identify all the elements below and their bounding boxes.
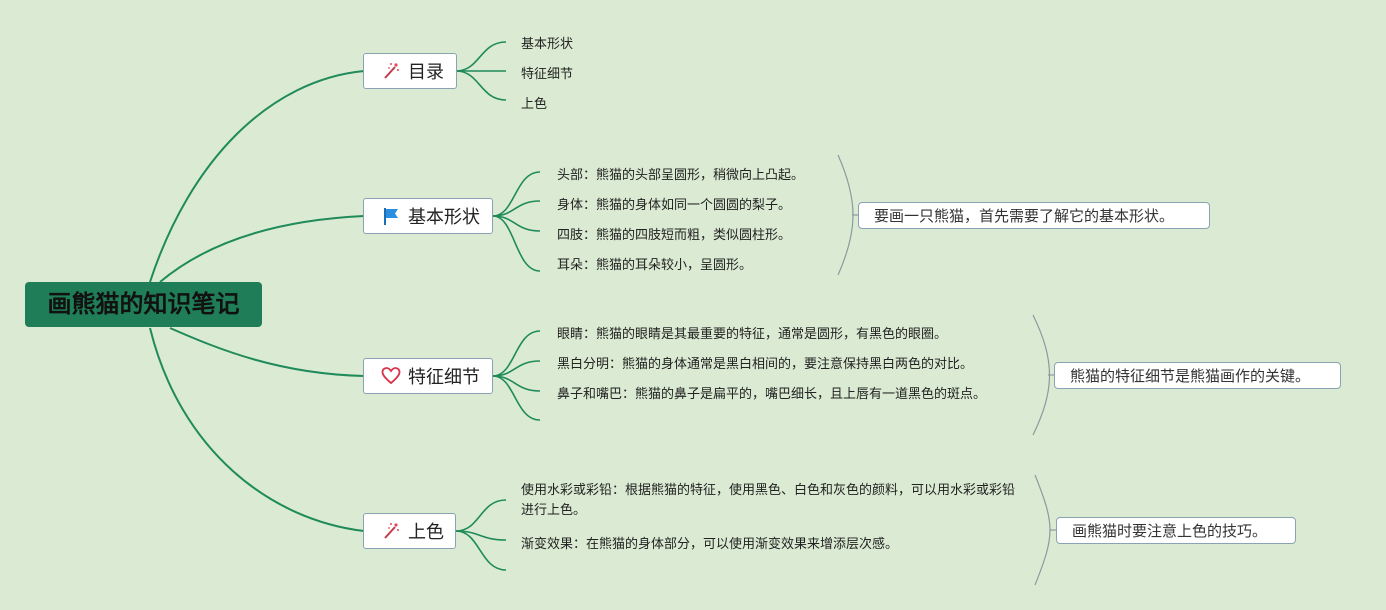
toc-item: 上色 xyxy=(521,97,548,112)
detail-item: 鼻子和嘴巴：熊猫的鼻子是扁平的，嘴巴细长，且上唇有一道黑色的斑点。 xyxy=(557,387,987,402)
flag-icon xyxy=(380,205,402,227)
detail-item: 耳朵：熊猫的耳朵较小，呈圆形。 xyxy=(557,258,753,273)
detail-item: 黑白分明：熊猫的身体通常是黑白相间的，要注意保持黑白两色的对比。 xyxy=(557,357,974,372)
heart-icon xyxy=(380,365,402,387)
branch-label: 目录 xyxy=(408,62,444,83)
detail-item: 四肢：熊猫的四肢短而粗，类似圆柱形。 xyxy=(557,228,792,243)
toc-item: 特征细节 xyxy=(521,67,574,82)
branch-label: 上色 xyxy=(408,522,444,543)
summary-text: 熊猫的特征细节是熊猫画作的关键。 xyxy=(1070,367,1311,385)
detail-item: 眼睛：熊猫的眼睛是其最重要的特征，通常是圆形，有黑色的眼圈。 xyxy=(557,327,948,342)
detail-item: 使用水彩或彩铅：根据熊猫的特征，使用黑色、白色和灰色的颜料，可以用水彩或彩铅进行… xyxy=(521,483,1016,518)
branch-coloring[interactable]: 上色 xyxy=(363,513,456,549)
root-topic[interactable]: 画熊猫的知识笔记 xyxy=(25,282,262,327)
branch-toc[interactable]: 目录 xyxy=(363,53,457,89)
branch-label: 基本形状 xyxy=(408,207,480,228)
toc-item: 基本形状 xyxy=(521,37,574,52)
detail-item: 头部：熊猫的头部呈圆形，稍微向上凸起。 xyxy=(557,168,805,183)
summary-text: 画熊猫时要注意上色的技巧。 xyxy=(1072,522,1268,540)
detail-item: 身体：熊猫的身体如同一个圆圆的梨子。 xyxy=(557,198,792,213)
summary-box[interactable]: 熊猫的特征细节是熊猫画作的关键。 xyxy=(1054,362,1341,389)
magic-wand-icon xyxy=(380,520,402,542)
summary-box[interactable]: 要画一只熊猫，首先需要了解它的基本形状。 xyxy=(858,202,1210,229)
detail-item: 渐变效果：在熊猫的身体部分，可以使用渐变效果来增添层次感。 xyxy=(521,537,899,552)
summary-text: 要画一只熊猫，首先需要了解它的基本形状。 xyxy=(874,207,1175,225)
magic-wand-icon xyxy=(380,60,402,82)
branch-features[interactable]: 特征细节 xyxy=(363,358,493,394)
summary-box[interactable]: 画熊猫时要注意上色的技巧。 xyxy=(1056,517,1296,544)
branch-label: 特征细节 xyxy=(408,367,480,388)
branch-basic-shape[interactable]: 基本形状 xyxy=(363,198,493,234)
root-title: 画熊猫的知识笔记 xyxy=(47,290,240,318)
